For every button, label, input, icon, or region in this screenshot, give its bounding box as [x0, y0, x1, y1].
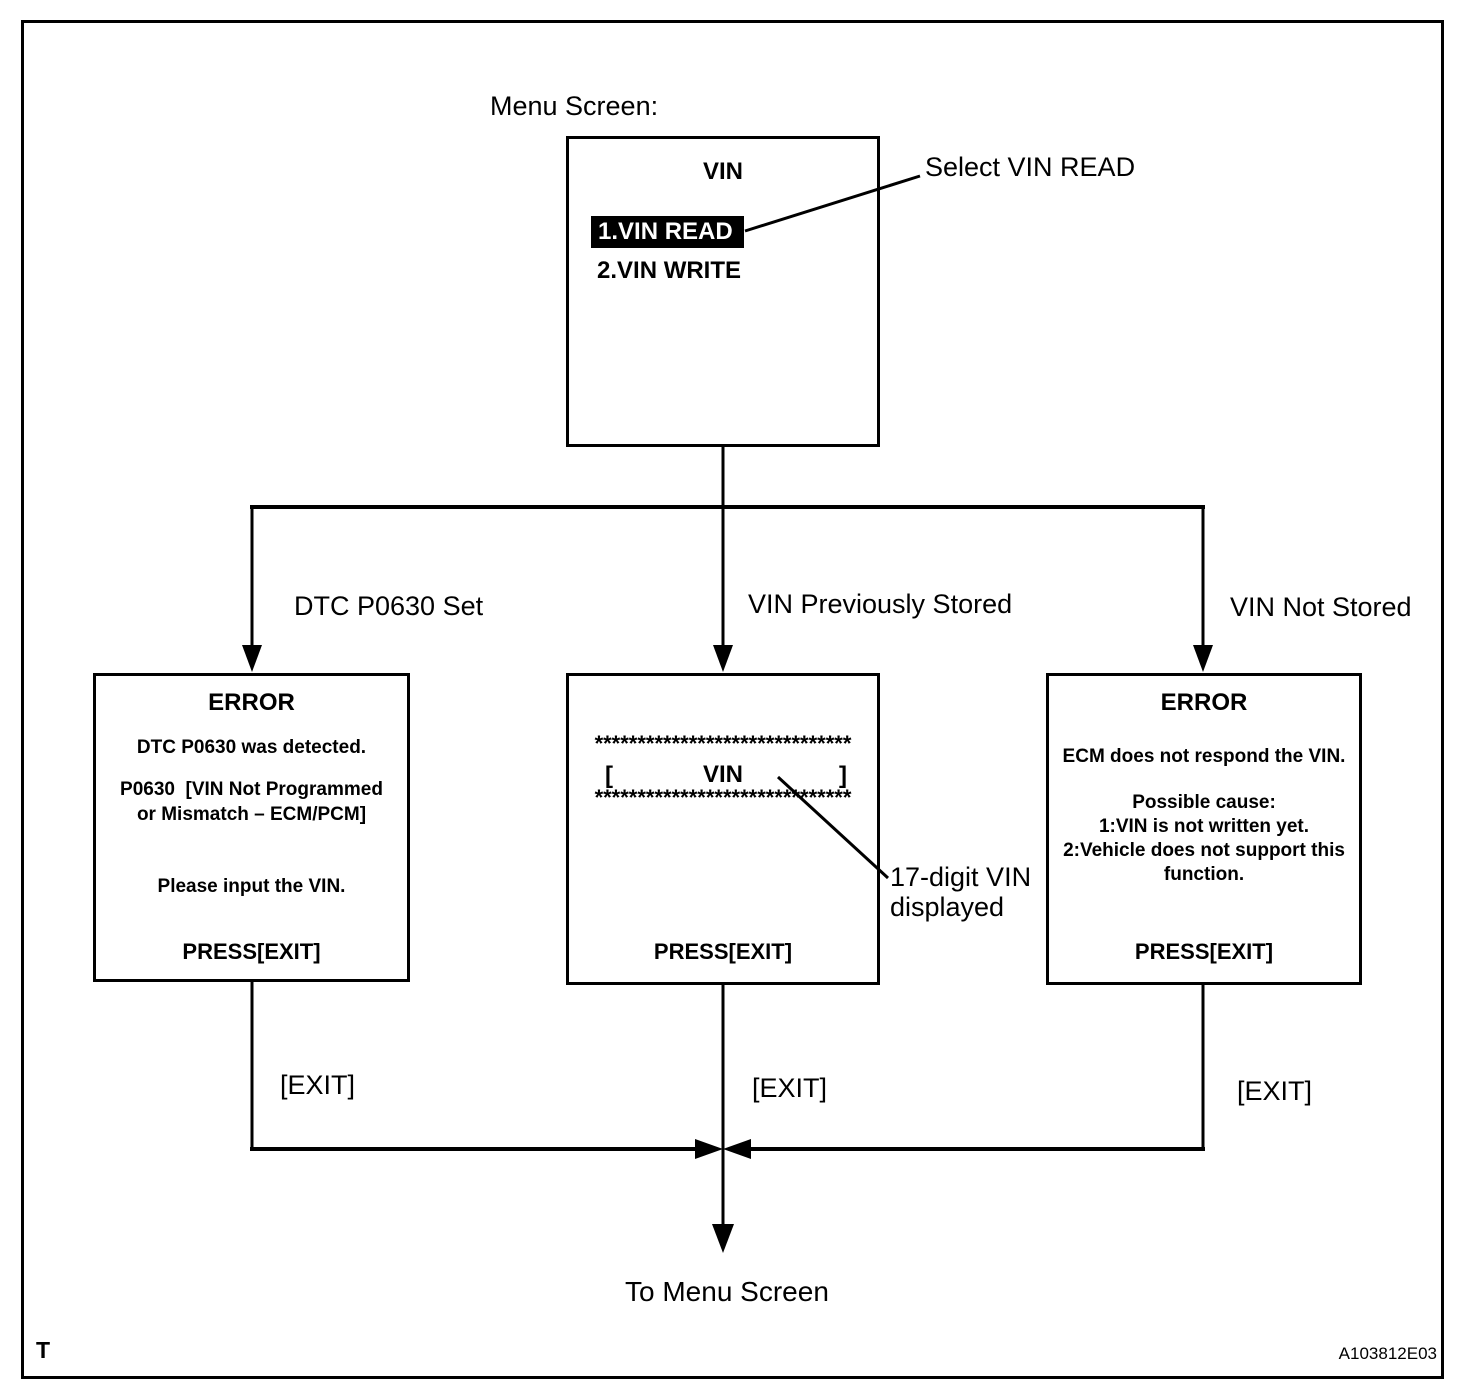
- error-dtc-line2: P0630 [VIN Not Programmed: [120, 779, 383, 800]
- error-ecm-title: ERROR: [1160, 689, 1248, 716]
- to-menu-screen-label: To Menu Screen: [625, 1276, 829, 1307]
- error-dtc-line3: or Mismatch – ECM/PCM]: [136, 804, 367, 825]
- error-ecm-line3: 1:VIN is not written yet.: [1098, 816, 1310, 837]
- error-dtc-line1: DTC P0630 was detected.: [136, 737, 367, 758]
- menu-item-vin-write: 2.VIN WRITE: [597, 257, 742, 284]
- error-ecm-line2: Possible cause:: [1132, 792, 1276, 813]
- vin-press-exit: PRESS[EXIT]: [653, 939, 793, 964]
- exit-label-left: [EXIT]: [280, 1070, 356, 1100]
- vin-value-label: VIN: [702, 761, 743, 788]
- branch-label-vin-stored: VIN Previously Stored: [748, 589, 1013, 619]
- vin-annotation-line1: 17-digit VIN: [890, 862, 1032, 892]
- vin-bracket-close: ]: [839, 762, 847, 789]
- branch-label-vin-not-stored: VIN Not Stored: [1230, 592, 1412, 622]
- vin-annotation-line2: displayed: [890, 892, 1005, 922]
- page-letter: T: [36, 1337, 51, 1363]
- menu-screen-label: Menu Screen:: [490, 91, 659, 121]
- menu-item-vin-read: 1.VIN READ: [591, 216, 744, 248]
- vin-display-box: ****************************** [ VIN ] *…: [566, 673, 880, 985]
- error-dtc-title: ERROR: [208, 689, 295, 716]
- select-vin-read-label: Select VIN READ: [925, 152, 1136, 182]
- error-ecm-line1: ECM does not respond the VIN.: [1062, 746, 1346, 767]
- vin-bracket-open: [: [605, 762, 613, 789]
- menu-title: VIN: [702, 158, 743, 185]
- error-dtc-press-exit: PRESS[EXIT]: [182, 939, 321, 964]
- error-ecm-press-exit: PRESS[EXIT]: [1134, 939, 1274, 964]
- error-ecm-line4: 2:Vehicle does not support this: [1063, 840, 1345, 861]
- asterisk-row-top: ******************************: [594, 731, 852, 756]
- page-frame: [21, 20, 1444, 1379]
- error-dtc-box: ERROR DTC P0630 was detected. P0630 [VIN…: [93, 673, 410, 982]
- exit-label-right: [EXIT]: [1237, 1076, 1313, 1106]
- menu-screen-box: VIN 1.VIN READ 2.VIN WRITE: [566, 136, 880, 447]
- error-dtc-line4: Please input the VIN.: [157, 876, 346, 897]
- vin-value-row: [ VIN ]: [569, 760, 877, 790]
- error-ecm-line5: function.: [1163, 864, 1245, 885]
- branch-label-dtc-set: DTC P0630 Set: [294, 591, 484, 621]
- exit-label-center: [EXIT]: [752, 1073, 828, 1103]
- error-ecm-box: ERROR ECM does not respond the VIN. Poss…: [1046, 673, 1362, 985]
- asterisk-row-bottom: ******************************: [594, 785, 852, 810]
- vin-annotation-label: 17-digit VIN displayed: [890, 862, 1031, 922]
- figure-code: A103812E03: [1338, 1344, 1437, 1363]
